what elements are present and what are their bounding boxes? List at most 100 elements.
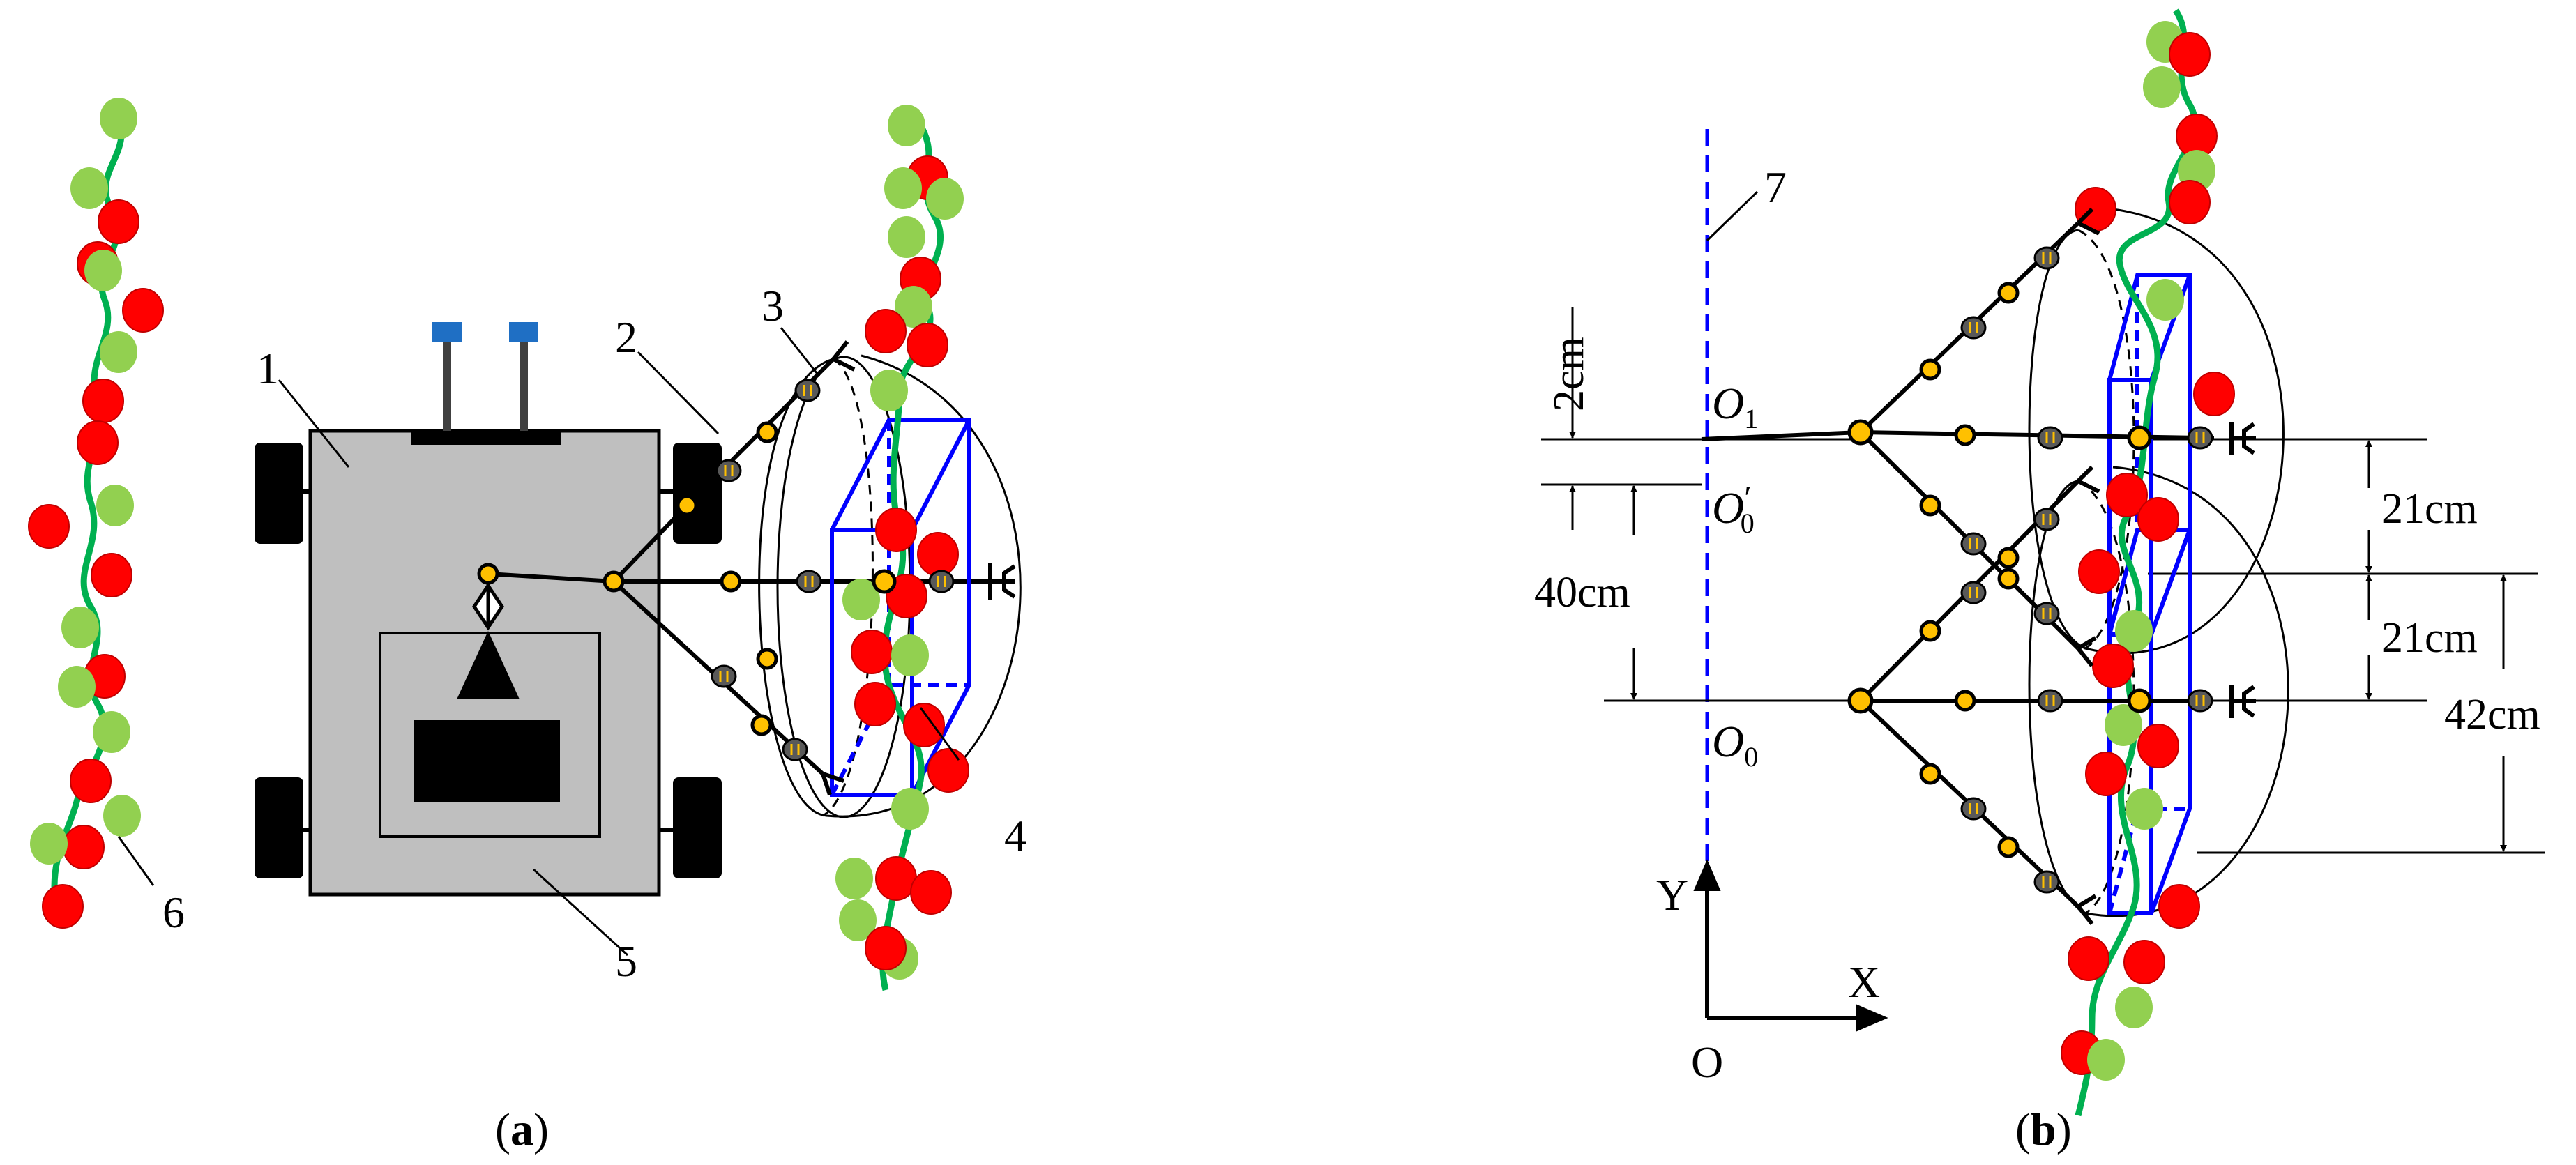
tomato-icon xyxy=(918,533,958,576)
leaf-icon xyxy=(103,795,141,837)
link-motor-icon xyxy=(1962,798,1985,819)
tomato-icon xyxy=(77,421,118,464)
tomato-icon xyxy=(91,554,132,597)
tomato-icon xyxy=(904,703,944,747)
label-2: 2 xyxy=(615,312,637,362)
tomato-icon xyxy=(2068,937,2109,980)
tomato-icon xyxy=(851,630,892,673)
label-5: 5 xyxy=(615,936,637,986)
dim-40cm: 40cm xyxy=(1534,569,1630,616)
link-motor-icon xyxy=(2188,690,2212,711)
camera-icon xyxy=(432,322,462,342)
tomato-icon xyxy=(2194,372,2234,416)
dim-21cm-lower: 21cm xyxy=(2381,614,2478,662)
tomato-vine-left xyxy=(29,98,163,928)
joint-icon xyxy=(479,565,497,583)
label-7: 7 xyxy=(1764,162,1787,212)
leaf-icon xyxy=(70,167,108,209)
link-motor-icon xyxy=(2038,427,2062,448)
tomato-icon xyxy=(2169,181,2210,224)
leaf-icon xyxy=(2146,279,2184,321)
tomato-icon xyxy=(865,927,906,970)
link-motor-icon xyxy=(2035,248,2059,268)
leaf-icon xyxy=(84,250,122,291)
link-motor-icon xyxy=(1962,582,1985,603)
leaf-icon xyxy=(926,178,964,220)
axis-origin-label: O xyxy=(1691,1037,1723,1087)
leaf-icon xyxy=(100,331,137,373)
robot-vehicle xyxy=(255,322,722,894)
joint-icon xyxy=(605,572,623,591)
joint-icon xyxy=(678,496,696,515)
label-3: 3 xyxy=(762,281,784,330)
tomato-icon xyxy=(43,885,83,928)
tomato-icon xyxy=(855,683,895,726)
link-motor-icon xyxy=(2035,871,2059,892)
tomato-icon xyxy=(98,200,139,243)
leaf-icon xyxy=(2087,1039,2125,1081)
leaf-icon xyxy=(96,485,134,526)
tomato-icon xyxy=(123,289,163,332)
tomato-icon xyxy=(63,825,104,869)
origin-o1: O1 xyxy=(1712,379,1758,434)
joint-icon xyxy=(752,716,771,734)
link-motor-icon xyxy=(797,571,821,592)
tomato-icon xyxy=(2138,724,2179,768)
leaf-icon xyxy=(888,216,925,258)
leaf-icon xyxy=(58,666,96,708)
joint-icon xyxy=(758,423,776,441)
tomato-icon xyxy=(29,505,69,548)
tomato-icon xyxy=(2093,644,2133,687)
tomato-vine-right xyxy=(835,105,969,990)
leaf-icon xyxy=(2115,987,2153,1028)
wheel-rear-right xyxy=(673,777,722,878)
link-motor-icon xyxy=(1962,317,1985,338)
panel-a: 1 2 3 4 5 6 (a) xyxy=(29,98,1026,1155)
dim-42cm: 42cm xyxy=(2444,691,2540,738)
link-motor-icon xyxy=(717,460,741,481)
label-4: 4 xyxy=(1004,811,1026,860)
caption-a: (a) xyxy=(495,1104,549,1155)
joint-icon xyxy=(1999,838,2017,856)
dim-21cm-upper: 21cm xyxy=(2381,485,2478,533)
link-motor-icon xyxy=(783,739,807,760)
link-motor-icon xyxy=(930,571,953,592)
origin-o0: O0 xyxy=(1712,717,1758,772)
tomato-icon xyxy=(2086,752,2126,795)
leaf-icon xyxy=(870,370,908,411)
wheel-front-left xyxy=(255,443,303,544)
tomato-icon xyxy=(911,871,951,914)
link-motor-icon xyxy=(2038,690,2062,711)
leaf-icon xyxy=(100,98,137,139)
caption-b: (b) xyxy=(2015,1104,2072,1155)
tomato-icon xyxy=(83,379,123,422)
tomato-icon xyxy=(70,759,111,802)
leaf-icon xyxy=(2126,788,2163,830)
joint-icon xyxy=(1956,426,1974,444)
joint-icon xyxy=(2129,427,2150,448)
leaf-icon xyxy=(30,823,68,865)
link-motor-icon xyxy=(2035,603,2059,624)
axis-x-label: X xyxy=(1848,957,1880,1007)
label-1: 1 xyxy=(257,344,279,393)
origin-o0-prime: O′0 xyxy=(1712,480,1755,539)
link-motor-icon xyxy=(796,380,819,401)
link-motor-icon xyxy=(2035,509,2059,530)
joint-icon xyxy=(1921,496,1939,515)
joint-icon xyxy=(758,650,776,668)
tomato-icon xyxy=(865,310,906,353)
leaf-icon xyxy=(835,858,873,899)
camera-mount-bar xyxy=(411,431,561,445)
dim-2cm: 2cm xyxy=(1545,337,1593,411)
tomato-icon xyxy=(928,749,969,792)
joint-icon xyxy=(2129,690,2150,711)
tomato-icon xyxy=(907,323,948,367)
controller-block xyxy=(414,720,560,802)
camera-icon xyxy=(509,322,538,342)
tomato-vine-panel-b xyxy=(2061,10,2234,1115)
leaf-icon xyxy=(884,167,922,209)
joint-icon xyxy=(1849,421,1872,443)
tomato-icon xyxy=(2079,550,2119,593)
joint-icon xyxy=(1921,360,1939,379)
